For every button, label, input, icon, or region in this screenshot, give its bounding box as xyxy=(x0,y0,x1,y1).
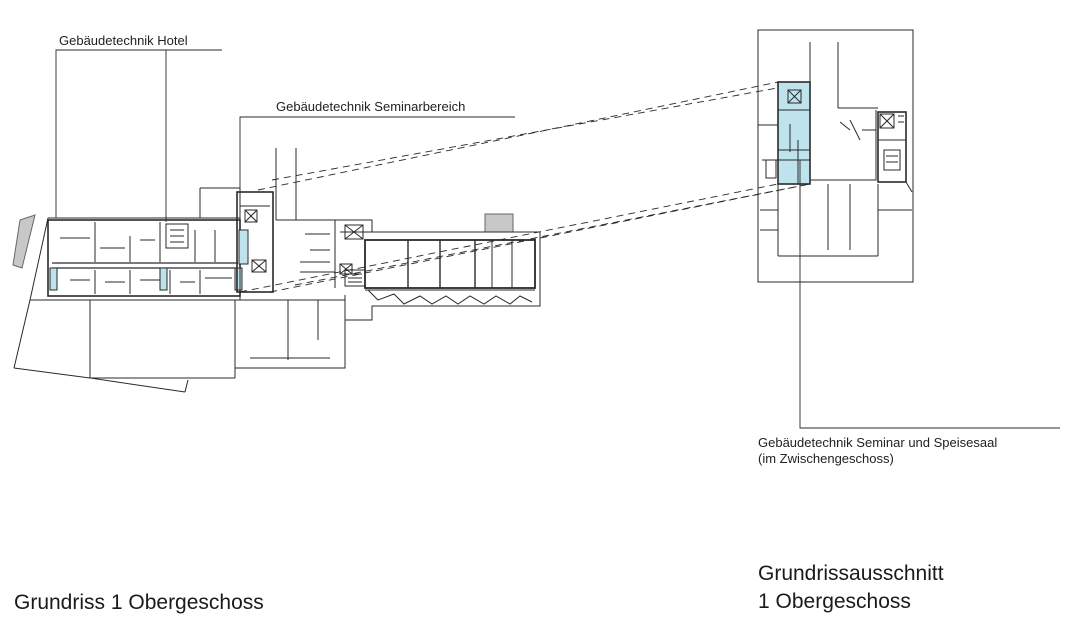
detail-floor-plan xyxy=(757,29,914,283)
leader-lines xyxy=(55,49,1060,429)
title-grundrissausschnitt: Grundrissausschnitt 1 Obergeschoss xyxy=(758,560,944,616)
title-detail-line2: 1 Obergeschoss xyxy=(758,590,911,613)
main-floor-plan xyxy=(12,148,541,393)
label-speisesaal-line1: Gebäudetechnik Seminar und Speisesaal xyxy=(758,435,998,450)
label-gebaeudetechnik-speisesaal: Gebäudetechnik Seminar und Speisesaal (i… xyxy=(758,435,997,467)
label-gebaeudetechnik-seminarbereich: Gebäudetechnik Seminarbereich xyxy=(276,99,466,114)
label-speisesaal-line2: (im Zwischengeschoss) xyxy=(758,451,894,466)
title-detail-line1: Grundrissausschnitt xyxy=(758,562,944,585)
label-gebaeudetechnik-hotel: Gebäudetechnik Hotel xyxy=(59,33,188,48)
title-grundriss: Grundriss 1 Obergeschoss xyxy=(14,591,264,614)
projection-lines xyxy=(239,81,811,293)
